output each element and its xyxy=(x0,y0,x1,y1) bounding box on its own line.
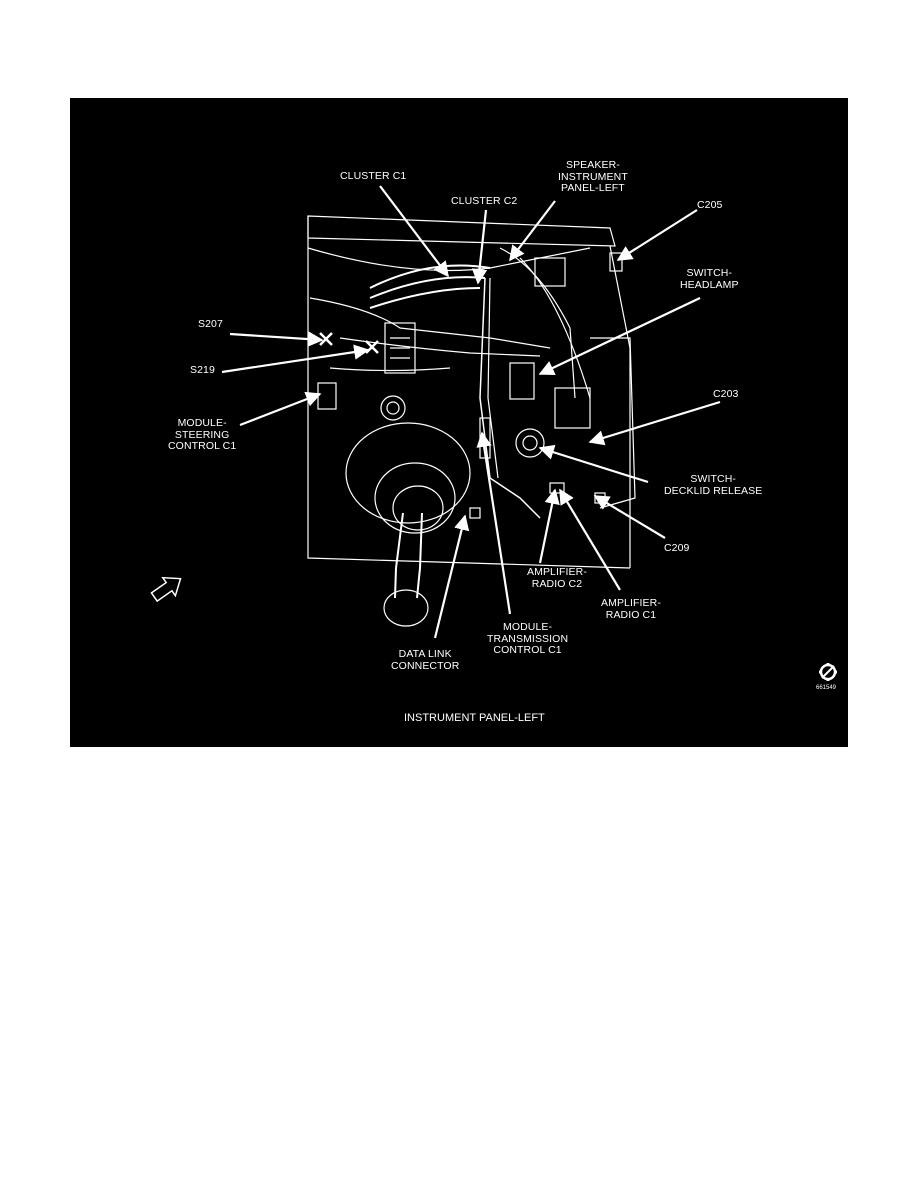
leader-amp-c2 xyxy=(538,488,560,564)
leader-cluster-c2 xyxy=(471,209,488,285)
decklid-switch-body xyxy=(515,428,545,458)
headlamp-switch-body xyxy=(509,362,535,400)
panel-frame xyxy=(307,216,631,569)
leader-s207 xyxy=(229,331,324,347)
label-data-link-connector: DATA LINK CONNECTOR xyxy=(391,648,460,672)
label-amplifier-radio-c2: AMPLIFIER- RADIO C2 xyxy=(527,566,587,590)
label-s219: S219 xyxy=(190,364,215,376)
front-arrow-icon xyxy=(150,576,182,603)
label-switch-decklid-release: SWITCH- DECKLID RELEASE xyxy=(664,473,763,497)
label-module-steering-control-c1: MODULE- STEERING CONTROL C1 xyxy=(168,417,237,452)
leader-switch-headlamp xyxy=(538,297,701,376)
leader-amp-c1 xyxy=(559,488,621,591)
label-c203: C203 xyxy=(713,388,739,400)
label-cluster-c1: CLUSTER C1 xyxy=(340,170,407,182)
leader-c209 xyxy=(593,495,666,539)
label-c205: C205 xyxy=(697,199,723,211)
leader-module-trans xyxy=(476,431,512,615)
leader-switch-decklid xyxy=(538,444,649,484)
leader-speaker xyxy=(509,200,556,262)
leader-module-steering xyxy=(239,391,322,427)
label-module-transmission-control-c1: MODULE- TRANSMISSION CONTROL C1 xyxy=(487,621,569,656)
drawing-logo-icon xyxy=(819,663,837,681)
label-cluster-c2: CLUSTER C2 xyxy=(451,195,518,207)
label-c209: C209 xyxy=(664,542,690,554)
leader-s219 xyxy=(221,344,370,374)
label-s207: S207 xyxy=(198,318,223,330)
instrument-panel-drawing xyxy=(150,185,837,681)
leader-cluster-c1 xyxy=(379,185,449,278)
image-code: 661549 xyxy=(816,685,837,691)
label-switch-headlamp: SWITCH- HEADLAMP xyxy=(680,267,739,291)
column-joint xyxy=(383,589,429,627)
leader-c205 xyxy=(616,209,698,261)
label-amplifier-radio-c1: AMPLIFIER- RADIO C1 xyxy=(601,597,661,621)
dash-top-edge xyxy=(307,215,616,247)
steering-boot xyxy=(345,422,471,524)
label-speaker-instrument-panel-left: SPEAKER- INSTRUMENT PANEL-LEFT xyxy=(558,159,628,194)
leader-c203 xyxy=(588,400,721,446)
dash-upper-contour xyxy=(307,247,591,272)
figure-caption: INSTRUMENT PANEL-LEFT xyxy=(404,712,545,724)
wiring-diagram-figure: CLUSTER C1 CLUSTER C2 SPEAKER- INSTRUMEN… xyxy=(70,98,848,747)
leader-data-link xyxy=(433,514,470,639)
